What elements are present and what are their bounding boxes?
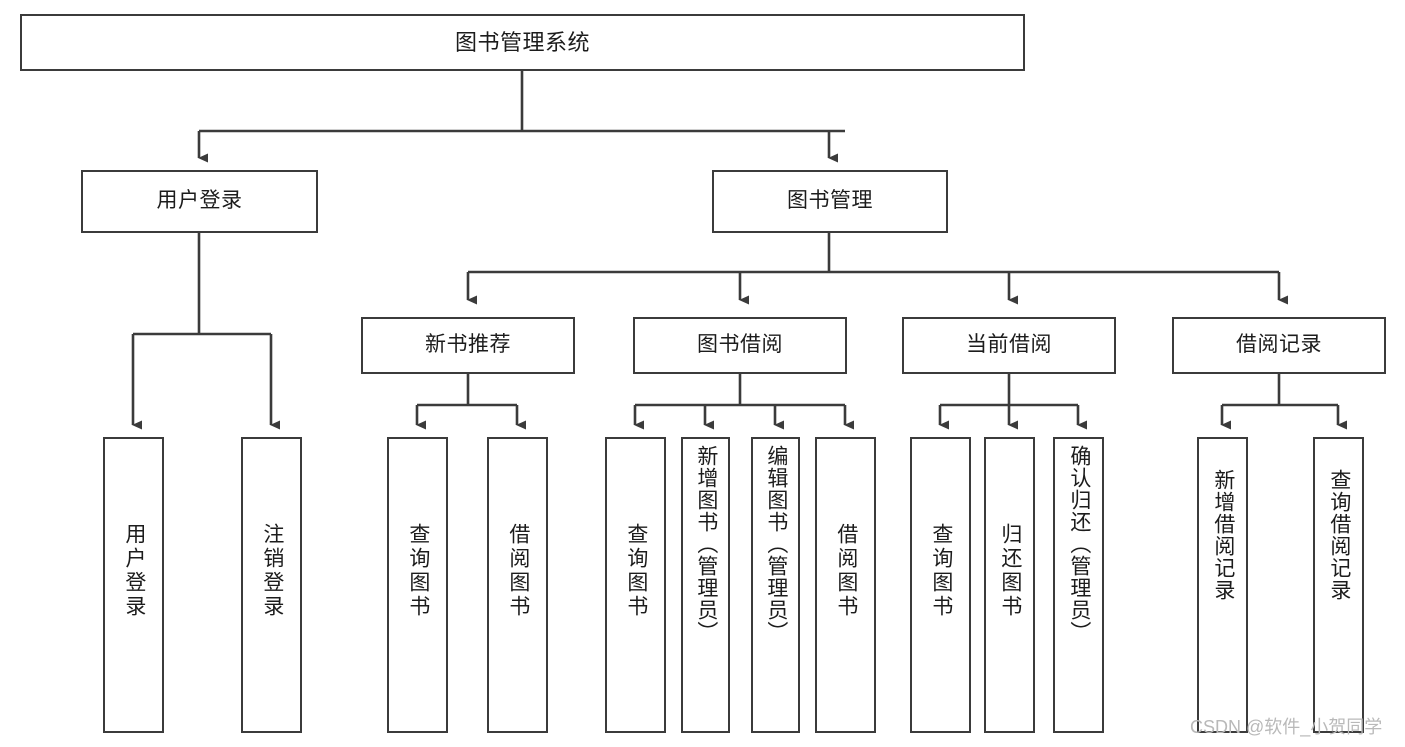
node-book-borrow-label: 图书借阅 (697, 333, 783, 357)
leaf-add-borrow-record[interactable]: 新增借阅记录 (1197, 437, 1248, 733)
leaf-edit-book-label: 编辑图书（管理员） (764, 445, 788, 643)
leaf-user-login[interactable]: 用户登录 (103, 437, 164, 733)
leaf-query-book-2-label: 查询图书 (624, 523, 648, 619)
node-new-book-recommend[interactable]: 新书推荐 (361, 317, 575, 374)
leaf-add-book-label: 新增图书（管理员） (694, 445, 718, 643)
node-current-borrow-label: 当前借阅 (966, 333, 1052, 357)
leaf-borrow-book-2-label: 借阅图书 (834, 523, 858, 619)
csdn-watermark: CSDN @软件_小贺同学 (1190, 717, 1383, 737)
leaf-user-logout[interactable]: 注销登录 (241, 437, 302, 733)
leaf-return-book-label: 归还图书 (998, 523, 1022, 619)
leaf-borrow-book-2[interactable]: 借阅图书 (815, 437, 876, 733)
node-book-manage[interactable]: 图书管理 (712, 170, 948, 233)
node-borrow-record-label: 借阅记录 (1236, 333, 1322, 357)
leaf-add-borrow-record-label: 新增借阅记录 (1211, 469, 1235, 601)
node-current-borrow[interactable]: 当前借阅 (902, 317, 1116, 374)
node-borrow-record[interactable]: 借阅记录 (1172, 317, 1386, 374)
leaf-borrow-book-1[interactable]: 借阅图书 (487, 437, 548, 733)
leaf-query-book-3-label: 查询图书 (929, 523, 953, 619)
leaf-query-book-2[interactable]: 查询图书 (605, 437, 666, 733)
node-new-book-recommend-label: 新书推荐 (425, 333, 511, 357)
node-book-borrow[interactable]: 图书借阅 (633, 317, 847, 374)
leaf-user-logout-label: 注销登录 (260, 523, 284, 619)
leaf-borrow-book-1-label: 借阅图书 (506, 523, 530, 619)
leaf-user-login-label: 用户登录 (122, 523, 146, 619)
leaf-confirm-return[interactable]: 确认归还（管理员） (1053, 437, 1104, 733)
node-user-login[interactable]: 用户登录 (81, 170, 318, 233)
leaf-edit-book[interactable]: 编辑图书（管理员） (751, 437, 800, 733)
leaf-query-borrow-record[interactable]: 查询借阅记录 (1313, 437, 1364, 733)
leaf-query-borrow-record-label: 查询借阅记录 (1327, 469, 1351, 601)
leaf-return-book[interactable]: 归还图书 (984, 437, 1035, 733)
node-user-login-label: 用户登录 (156, 189, 243, 213)
node-root-system[interactable]: 图书管理系统 (20, 14, 1025, 71)
node-root-system-label: 图书管理系统 (454, 29, 590, 55)
leaf-add-book[interactable]: 新增图书（管理员） (681, 437, 730, 733)
leaf-query-book-3[interactable]: 查询图书 (910, 437, 971, 733)
leaf-confirm-return-label: 确认归还（管理员） (1067, 445, 1091, 643)
leaf-query-book-1-label: 查询图书 (406, 523, 430, 619)
leaf-query-book-1[interactable]: 查询图书 (387, 437, 448, 733)
node-book-manage-label: 图书管理 (787, 189, 873, 213)
